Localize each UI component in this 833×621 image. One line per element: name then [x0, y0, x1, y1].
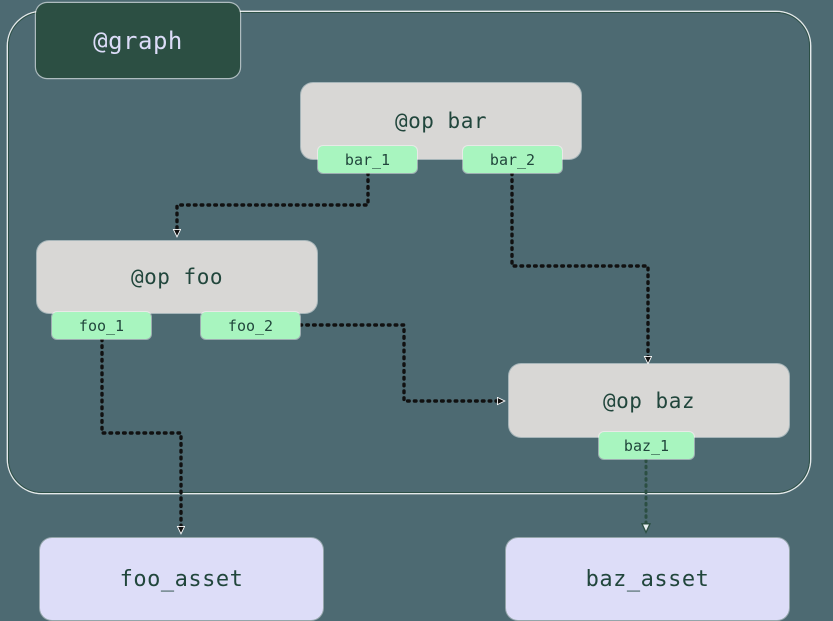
op-node-baz-title: @op baz [602, 388, 695, 413]
op-node-foo-title: @op foo [130, 265, 223, 289]
op-node-bar-title: @op bar [394, 109, 487, 133]
asset-node-foo-asset[interactable]: foo_asset [40, 538, 323, 620]
op-node-baz[interactable]: @op baz [509, 364, 789, 437]
graph-container[interactable] [8, 12, 810, 493]
op-node-foo[interactable]: @op foo [37, 241, 317, 313]
port-foo-1[interactable]: foo_1 [52, 312, 151, 339]
port-foo-2[interactable]: foo_2 [201, 312, 300, 339]
asset-node-baz-asset[interactable]: baz_asset [506, 538, 789, 620]
port-bar-1[interactable]: bar_1 [318, 146, 417, 173]
port-bar-2[interactable]: bar_2 [463, 146, 562, 173]
graph-label[interactable]: @graph [36, 3, 240, 78]
port-baz-1[interactable]: baz_1 [599, 432, 694, 459]
